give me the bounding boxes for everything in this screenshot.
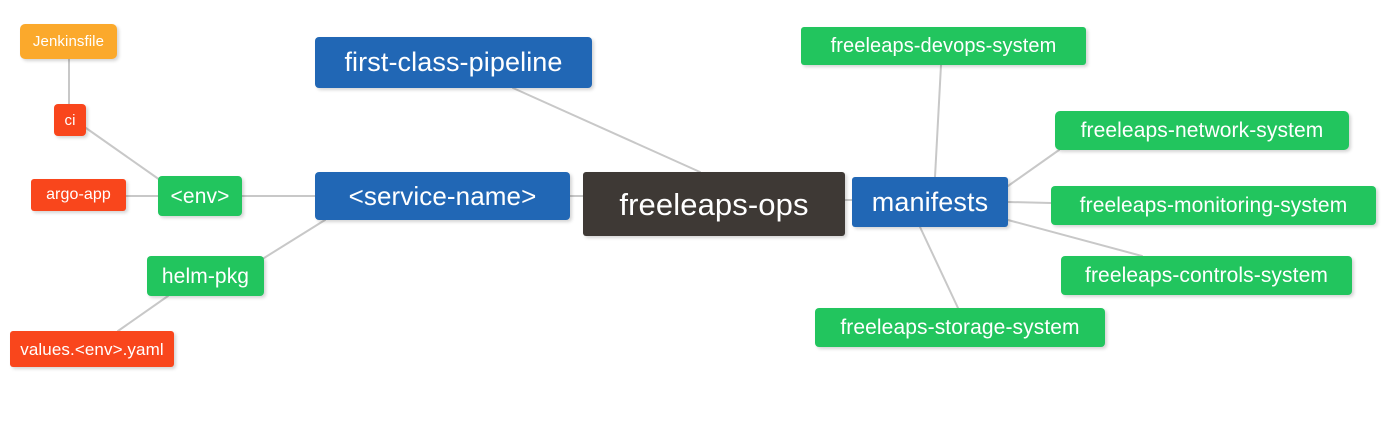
node-helm-pkg[interactable]: helm-pkg [147, 256, 264, 296]
node-service-name[interactable]: <service-name> [315, 172, 570, 220]
node-argo-app[interactable]: argo-app [31, 179, 126, 211]
node-freeleaps-network-system[interactable]: freeleaps-network-system [1055, 111, 1349, 150]
node-freeleaps-storage-system[interactable]: freeleaps-storage-system [815, 308, 1105, 347]
edge-first-class-pipeline-ops [512, 87, 701, 173]
edge-manifests-network [1007, 149, 1060, 187]
edge-manifests-monitoring [1007, 201, 1052, 204]
edge-ci-env [85, 127, 161, 181]
edge-manifests-devops [934, 64, 942, 178]
edge-service-name-helm-pkg [263, 219, 326, 259]
edge-helm-pkg-values-yaml [117, 295, 169, 332]
edge-manifests-storage [919, 226, 959, 309]
node-freeleaps-ops[interactable]: freeleaps-ops [583, 172, 845, 236]
node-freeleaps-devops-system[interactable]: freeleaps-devops-system [801, 27, 1086, 65]
node-freeleaps-controls-system[interactable]: freeleaps-controls-system [1061, 256, 1352, 295]
node-freeleaps-monitoring-system[interactable]: freeleaps-monitoring-system [1051, 186, 1376, 225]
node-ci[interactable]: ci [54, 104, 86, 136]
node-env[interactable]: <env> [158, 176, 242, 216]
node-jenkinsfile[interactable]: Jenkinsfile [20, 24, 117, 59]
node-manifests[interactable]: manifests [852, 177, 1008, 227]
node-first-class-pipeline[interactable]: first-class-pipeline [315, 37, 592, 88]
edge-manifests-controls [1007, 219, 1143, 257]
node-values-yaml[interactable]: values.<env>.yaml [10, 331, 174, 367]
